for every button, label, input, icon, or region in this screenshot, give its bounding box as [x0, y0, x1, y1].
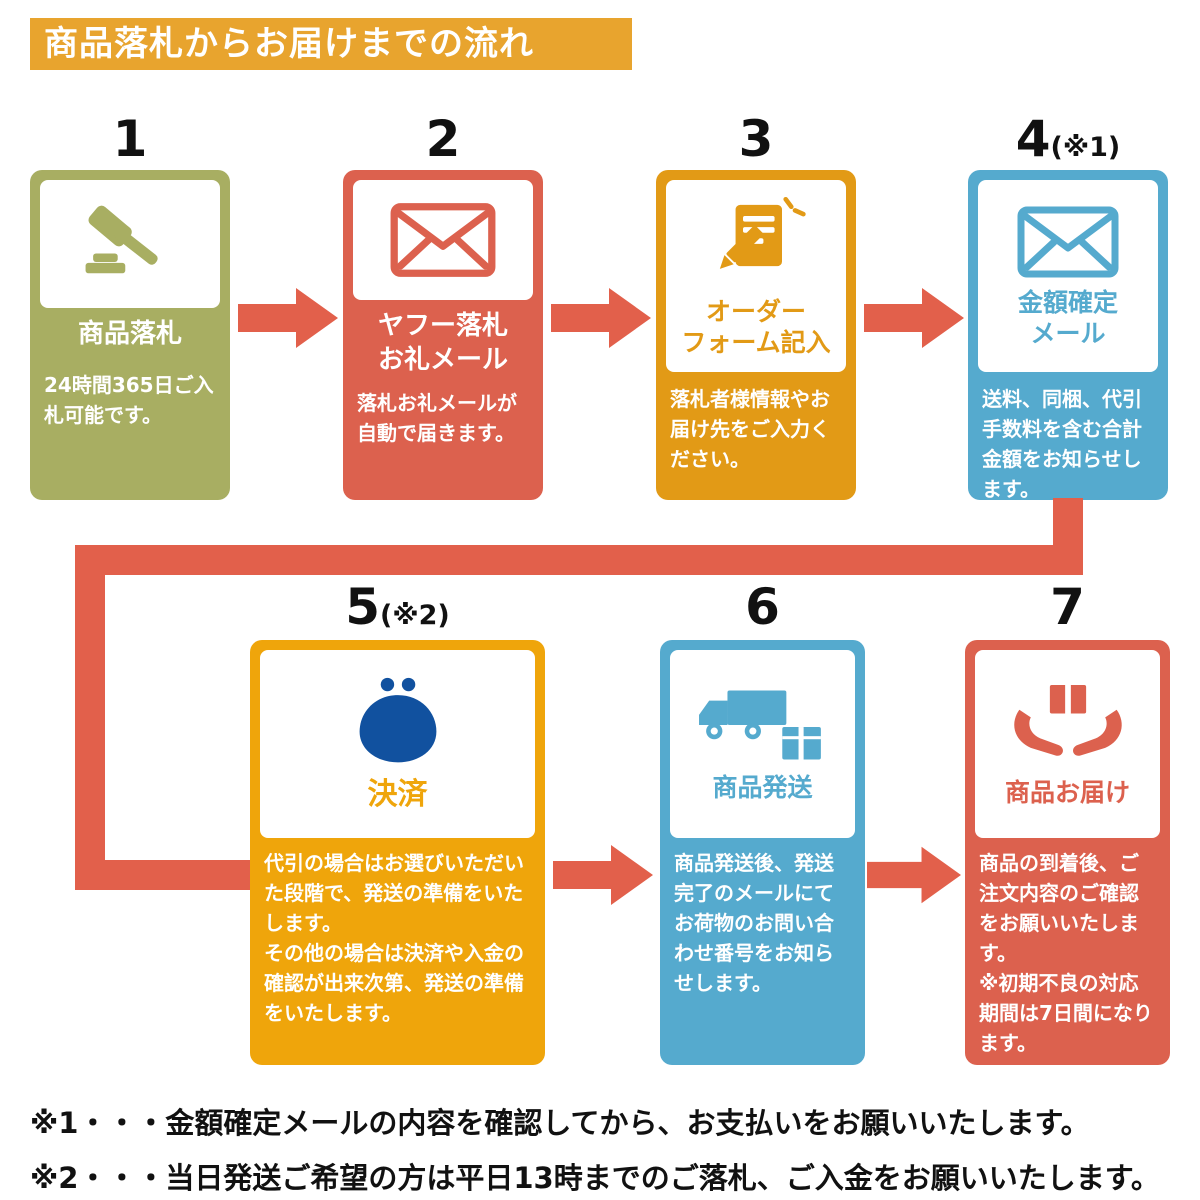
step-title: オーダー フォーム記入: [681, 296, 831, 357]
step-number-3: 3: [656, 112, 856, 175]
order-form-icon: [719, 196, 806, 269]
step-number-value: 2: [425, 110, 461, 168]
truck-icon: [698, 690, 821, 760]
step-icon-box: [40, 180, 220, 308]
step-card-order-form: オーダー フォーム記入 落札者様情報やお届け先をご入力ください。: [656, 170, 856, 500]
arrow-right-icon: [864, 288, 964, 348]
step-title: 商品落札: [77, 319, 182, 349]
flow-connector-segment: [75, 545, 105, 890]
step-description: 24時間365日ご入札可能です。: [44, 373, 214, 427]
step-card-price-mail: 金額確定 メール 送料、同梱、代引手数料を含む合計金額をお知らせします。: [968, 170, 1168, 501]
flow-connector-segment: [75, 860, 253, 890]
step-card-shipping: 商品発送 商品発送後、発送完了のメールにてお荷物のお問い合わせ番号をお知らせしま…: [660, 640, 865, 1065]
step-description: 商品発送後、発送完了のメールにてお荷物のお問い合わせ番号をお知らせします。: [674, 851, 834, 995]
step-number-4: 4(※1): [968, 112, 1168, 175]
step-number-7: 7: [965, 580, 1170, 643]
footnote-1: ※1・・・金額確定メールの内容を確認してから、お支払いをお願いいたします。: [30, 1106, 1090, 1140]
step-description: 落札お礼メールが自動で届きます。: [357, 391, 517, 445]
flow-connector-segment: [75, 545, 1083, 575]
step-number-note: (※1): [1050, 132, 1121, 163]
mail-icon: [390, 203, 496, 277]
step-title: 金額確定 メール: [1017, 287, 1118, 348]
step-icon-box: オーダー フォーム記入: [666, 180, 846, 372]
step-title: 商品お届け: [1004, 778, 1130, 808]
step-icon-box: [353, 180, 533, 300]
step-card-payment: 決済 代引の場合はお選びいただいた段階で、発送の準備をいたします。 その他の場合…: [250, 640, 545, 1065]
arrow-right-icon: [867, 846, 961, 904]
arrow-right-icon: [551, 288, 651, 348]
step-icon-box: 商品お届け: [975, 650, 1160, 838]
hands-box-icon: [1013, 685, 1122, 757]
step-title: 決済: [367, 777, 428, 813]
step-number-value: 7: [1050, 578, 1085, 636]
purse-icon: [359, 678, 436, 763]
step-number-value: 3: [738, 110, 774, 168]
step-icon-box: 決済: [260, 650, 535, 838]
step-title: 商品発送: [712, 773, 813, 803]
step-card-delivery: 商品お届け 商品の到着後、ご注文内容のご確認をお願いいたします。 ※初期不良の対…: [965, 640, 1170, 1065]
step-number-value: 1: [112, 110, 148, 168]
arrow-right-icon: [553, 845, 653, 905]
step-number-6: 6: [660, 580, 865, 643]
step-number-1: 1: [30, 112, 230, 175]
step-number-5: 5(※2): [250, 580, 545, 643]
step-number-2: 2: [343, 112, 543, 175]
step-description: 落札者様情報やお届け先をご入力ください。: [670, 387, 830, 471]
step-card-thanks-mail: ヤフー落札 お礼メール 落札お礼メールが自動で届きます。: [343, 170, 543, 500]
step-number-value: 5: [345, 578, 381, 636]
step-card-auction-win: 商品落札 24時間365日ご入札可能です。: [30, 170, 230, 500]
step-number-value: 6: [745, 578, 780, 636]
step-icon-box: 商品発送: [670, 650, 855, 838]
step-icon-box: 金額確定 メール: [978, 180, 1158, 372]
footnote-2: ※2・・・当日発送ご希望の方は平日13時までのご落札、ご入金をお願いいたします。: [30, 1161, 1160, 1195]
step-description: 送料、同梱、代引手数料を含む合計金額をお知らせします。: [982, 387, 1142, 501]
step-description: 商品の到着後、ご注文内容のご確認をお願いいたします。 ※初期不良の対応期間は7日…: [979, 851, 1153, 1055]
step-description: 代引の場合はお選びいただいた段階で、発送の準備をいたします。 その他の場合は決済…: [264, 851, 524, 1025]
page-title: 商品落札からお届けまでの流れ: [30, 18, 632, 70]
step-number-value: 4: [1015, 110, 1051, 168]
mail-icon: [1017, 206, 1119, 278]
step-title: ヤフー落札 お礼メール: [377, 311, 508, 375]
gavel-icon: [85, 205, 158, 274]
step-number-note: (※2): [380, 600, 450, 631]
arrow-right-icon: [238, 288, 338, 348]
